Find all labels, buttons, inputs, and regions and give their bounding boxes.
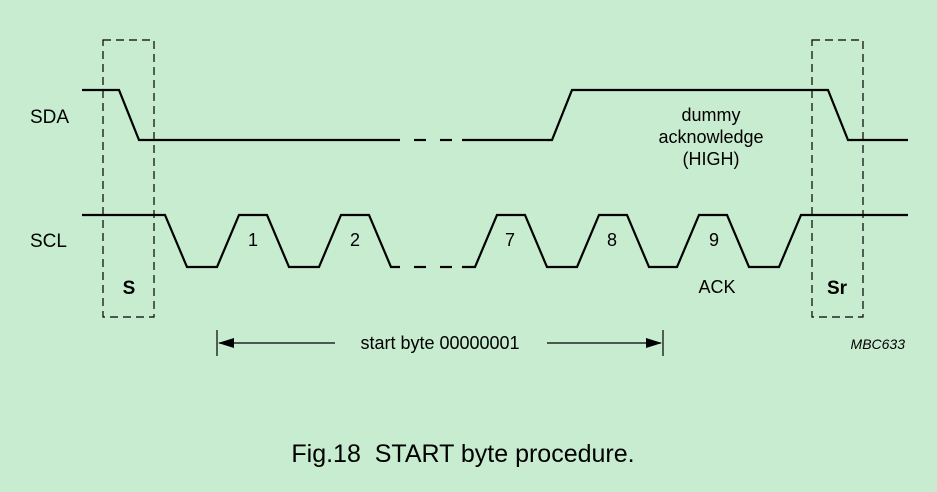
pulse-number: 2 xyxy=(350,230,360,250)
scl-label: SCL xyxy=(30,231,67,252)
repeated-start-box xyxy=(811,39,864,318)
scl-waveform xyxy=(82,213,400,269)
start-condition-label: S xyxy=(123,278,136,299)
sda-waveform xyxy=(82,88,400,142)
start-condition-box xyxy=(102,39,155,318)
repeated-start-label: Sr xyxy=(827,278,848,299)
arrowhead-left xyxy=(218,338,234,348)
ack-label: ACK xyxy=(698,277,735,297)
scl-waveform-continued xyxy=(462,213,908,269)
pulse-number: 7 xyxy=(505,230,515,250)
dummy-ack-line-2: acknowledge xyxy=(658,127,763,147)
figure-reference: MBC633 xyxy=(851,336,906,352)
pulse-number: 9 xyxy=(709,230,719,250)
arrowhead-right xyxy=(646,338,662,348)
dummy-ack-line-3: (HIGH) xyxy=(683,149,740,169)
pulse-number: 1 xyxy=(248,230,258,250)
start-byte-label: start byte 00000001 xyxy=(360,333,519,353)
figure-caption: Fig.18 START byte procedure. xyxy=(291,440,634,468)
dummy-ack-line-1: dummy xyxy=(681,105,740,125)
pulse-number: 8 xyxy=(607,230,617,250)
sda-waveform-continued xyxy=(462,88,908,142)
sda-label: SDA xyxy=(30,107,69,128)
